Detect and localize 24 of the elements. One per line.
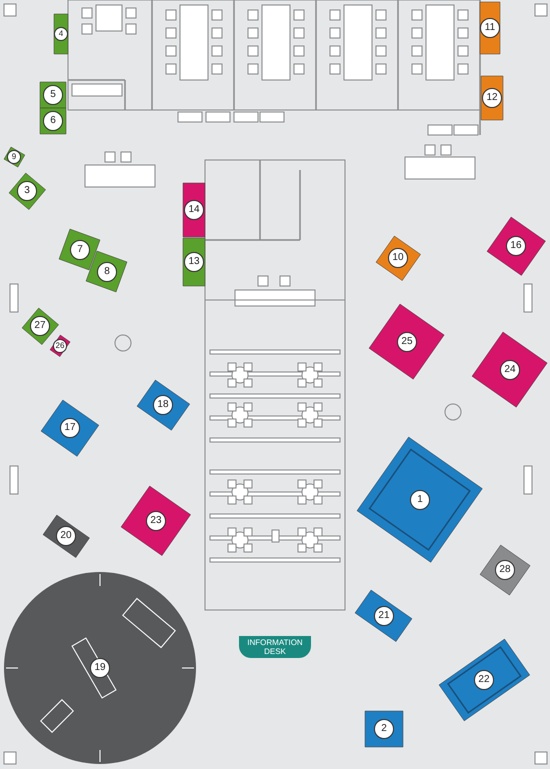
exhibition-stand bbox=[481, 76, 503, 120]
exhibition-stand bbox=[86, 251, 128, 292]
exhibition-stand bbox=[183, 238, 205, 286]
exhibition-stand bbox=[41, 400, 99, 456]
exhibition-stand bbox=[4, 146, 24, 168]
exhibition-stand bbox=[376, 236, 420, 280]
exhibition-stand bbox=[54, 14, 68, 54]
information-desk-sign: INFORMATION DESK bbox=[239, 636, 311, 658]
exhibition-stand bbox=[121, 486, 191, 556]
exhibition-stand bbox=[355, 590, 412, 642]
exhibition-stand bbox=[480, 2, 500, 54]
exhibition-stand bbox=[50, 335, 70, 357]
exhibition-stand bbox=[8, 172, 46, 210]
exhibition-stand bbox=[472, 332, 548, 408]
exhibition-stand bbox=[369, 304, 445, 380]
exhibition-stand bbox=[438, 639, 530, 721]
exhibition-stand bbox=[136, 380, 190, 430]
exhibition-stand bbox=[183, 183, 205, 237]
exhibition-stand bbox=[4, 572, 196, 764]
exhibition-stand bbox=[486, 216, 546, 276]
exhibition-stand bbox=[42, 514, 90, 558]
exhibition-stand bbox=[365, 711, 403, 747]
exhibition-stand bbox=[357, 437, 483, 563]
exhibition-stand bbox=[480, 544, 530, 596]
